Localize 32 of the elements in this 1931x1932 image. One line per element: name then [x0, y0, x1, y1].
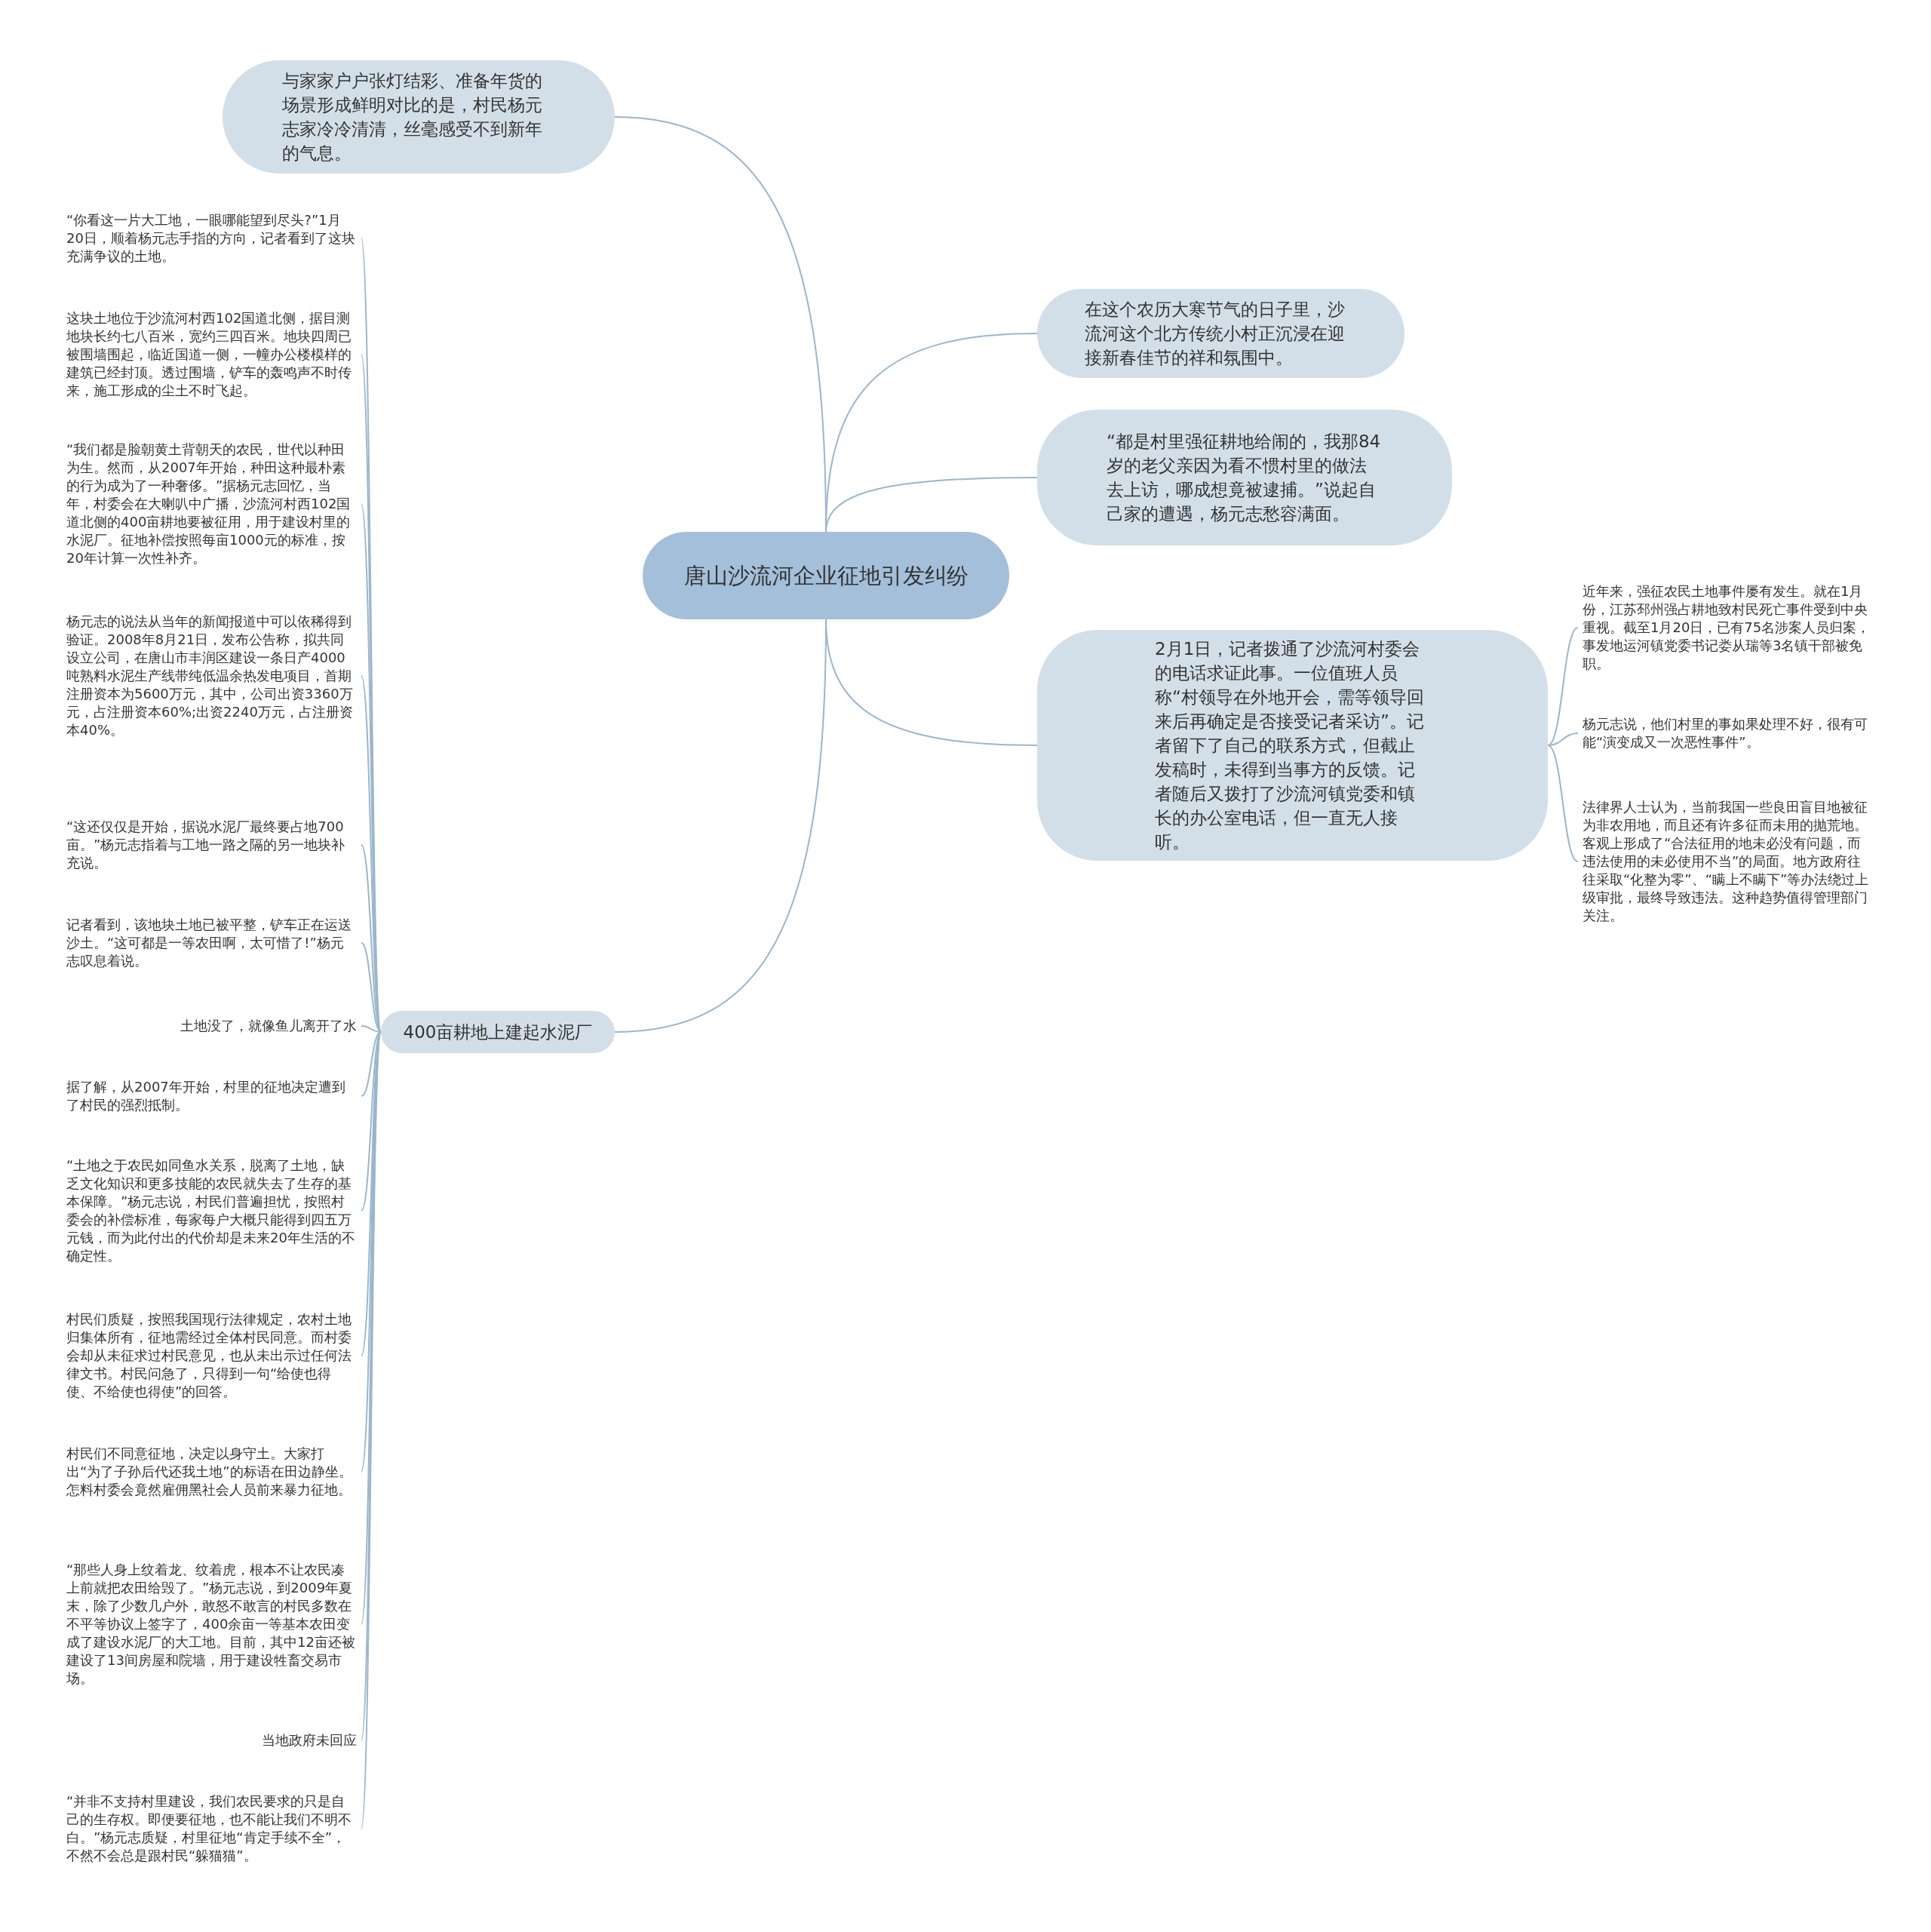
note-text: 杨元志的说法从当年的新闻报道中可以依稀得到验证。2008年8月21日，发布公告称，拟共同设立公司，在唐山市丰润区建设一条日产4000吨熟料水泥生产线带纯低温余热发电项目，首期注册资本为5600万元，其中，公司出资3360万元，占注册资本60%;出资2240万元，占注册资本40%。 — [66, 613, 357, 739]
connector-line — [361, 1031, 382, 1212]
note-text: 法律界人士认为，当前我国一些良田盲目地被征为非农用地，而且还有许多征而未用的抛荒地。客观上形成了“合法征用的地未必没有问题，而违法使用的未必使用不当”的局面。地方政府往往采取“化整为零”、“瞒上不瞒下”等办法绕过上级审批，最终导致违法。这种趋势值得管理部门关注。 — [1583, 798, 1873, 925]
connector-line — [361, 844, 382, 1033]
connector-line — [361, 942, 382, 1033]
connector-line — [1547, 627, 1579, 746]
topic-bubble: “都是村里强征耕地给闹的，我那84岁的老父亲因为看不惯村里的做法去上访，哪成想竟被逮捕。”说起自己家的遭遇，杨元志愁容满面。 — [1037, 410, 1452, 545]
note-text: 杨元志说，他们村里的事如果处理不好，很有可能“演变成又一次恶性事件”。 — [1583, 715, 1873, 751]
note-text: 村民们不同意征地，决定以身守土。大家打出“为了子孙后代还我土地”的标语在田边静坐。怎料村委会竟然雇佣黑社会人员前来暴力征地。 — [66, 1445, 357, 1499]
central-topic-bubble: 唐山沙流河企业征地引发纠纷 — [643, 532, 1009, 619]
note-text: 据了解，从2007年开始，村里的征地决定遭到了村民的强烈抵制。 — [66, 1078, 357, 1114]
note-text: 这块土地位于沙流河村西102国道北侧，据目测地块长约七八百米，宽约三四百米。地块四周已被围墙围起，临近国道一侧，一幢办公楼模样的建筑已经封顶。透过围墙，铲车的轰鸣声不时传来，施工形成的尘土不时飞起。 — [66, 309, 357, 400]
topic-bubble: 400亩耕地上建起水泥厂 — [381, 1011, 615, 1053]
note-text: “那些人身上纹着龙、纹着虎，根本不让农民凑上前就把农田给毁了。”杨元志说，到2009年夏末，除了少数几户外，敢怒不敢言的村民多数在不平等协议上签字了，400余亩一等基本农田变成了建设水泥厂的大工地。目前，其中12亩还被建设了13间房屋和院墙，用于建设牲畜交易市场。 — [66, 1561, 357, 1688]
topic-bubble: 2月1日，记者拨通了沙流河村委会的电话求证此事。一位值班人员称“村领导在外地开会，需等领导回来后再确定是否接受记者采访”。记者留下了自己的联系方式，但截止发稿时，未得到当事方的反馈。记者随后又拨打了沙流河镇党委和镇长的办公室电话，但一直无人接听。 — [1037, 630, 1548, 861]
note-text: 村民们质疑，按照我国现行法律规定，农村土地归集体所有，征地需经过全体村民同意。而村委会却从未征求过村民意见，也从未出示过任何法律文书。村民问急了，只得到一句“给使也得使、不给使也得使”的回答。 — [66, 1310, 357, 1401]
note-text: 记者看到，该地块土地已被平整，铲车正在运送沙土。“这可都是一等农田啊，太可惜了!”杨元志叹息着说。 — [66, 916, 357, 970]
note-text: “你看这一片大工地，一眼哪能望到尽头?”1月20日，顺着杨元志手指的方向，记者看到了这块充满争议的土地。 — [66, 211, 357, 266]
topic-bubble: 与家家户户张灯结彩、准备年货的场景形成鲜明对比的是，村民杨元志家冷冷清清，丝毫感受不到新年的气息。 — [223, 60, 615, 174]
topic-bubble: 在这个农历大寒节气的日子里，沙流河这个北方传统小村正沉浸在迎接新春佳节的祥和氛围中。 — [1037, 289, 1405, 378]
note-text: 土地没了，就像鱼儿离开了水 — [66, 1017, 357, 1035]
note-text: “土地之于农民如同鱼水关系，脱离了土地，缺乏文化知识和更多技能的农民就失去了生存的基本保障。”杨元志说，村民们普遍担忧，按照村委会的补偿标准，每家每户大概只能得到四五万元钱，而为此付出的代价却是未来20年生活的不确定性。 — [66, 1156, 357, 1265]
connector-line — [1547, 733, 1579, 746]
connector-line — [361, 1025, 382, 1033]
note-text: “我们都是脸朝黄土背朝天的农民，世代以种田为生。然而，从2007年开始，种田这种最朴素的行为成为了一种奢侈。”据杨元志回忆，当年，村委会在大喇叭中广播，沙流河村西102国道北侧的400亩耕地要被征用，用于建设村里的水泥厂。征地补偿按照每亩1000元的标准，按20年计算一次性补齐。 — [66, 441, 357, 567]
note-text: “这还仅仅是开始，据说水泥厂最终要占地700亩。”杨元志指着与工地一路之隔的另一地块补充说。 — [66, 818, 357, 872]
connector-line — [1547, 745, 1579, 862]
note-text: “并非不支持村里建设，我们农民要求的只是自己的生存权。即便要征地，也不能让我们不明不白。”杨元志质疑，村里征地“肯定手续不全”，不然不会总是跟村民“躲猫猫”。 — [66, 1792, 357, 1865]
note-text: 近年来，强征农民土地事件屡有发生。就在1月份，江苏邳州强占耕地致村民死亡事件受到中央重视。截至1月20日，已有75名涉案人员归案，事发地运河镇党委书记娄从瑞等3名镇干部被免职。 — [1583, 582, 1873, 673]
note-text: 当地政府未回应 — [66, 1731, 357, 1749]
connector-line — [825, 477, 1038, 533]
connector-line — [361, 1031, 382, 1097]
